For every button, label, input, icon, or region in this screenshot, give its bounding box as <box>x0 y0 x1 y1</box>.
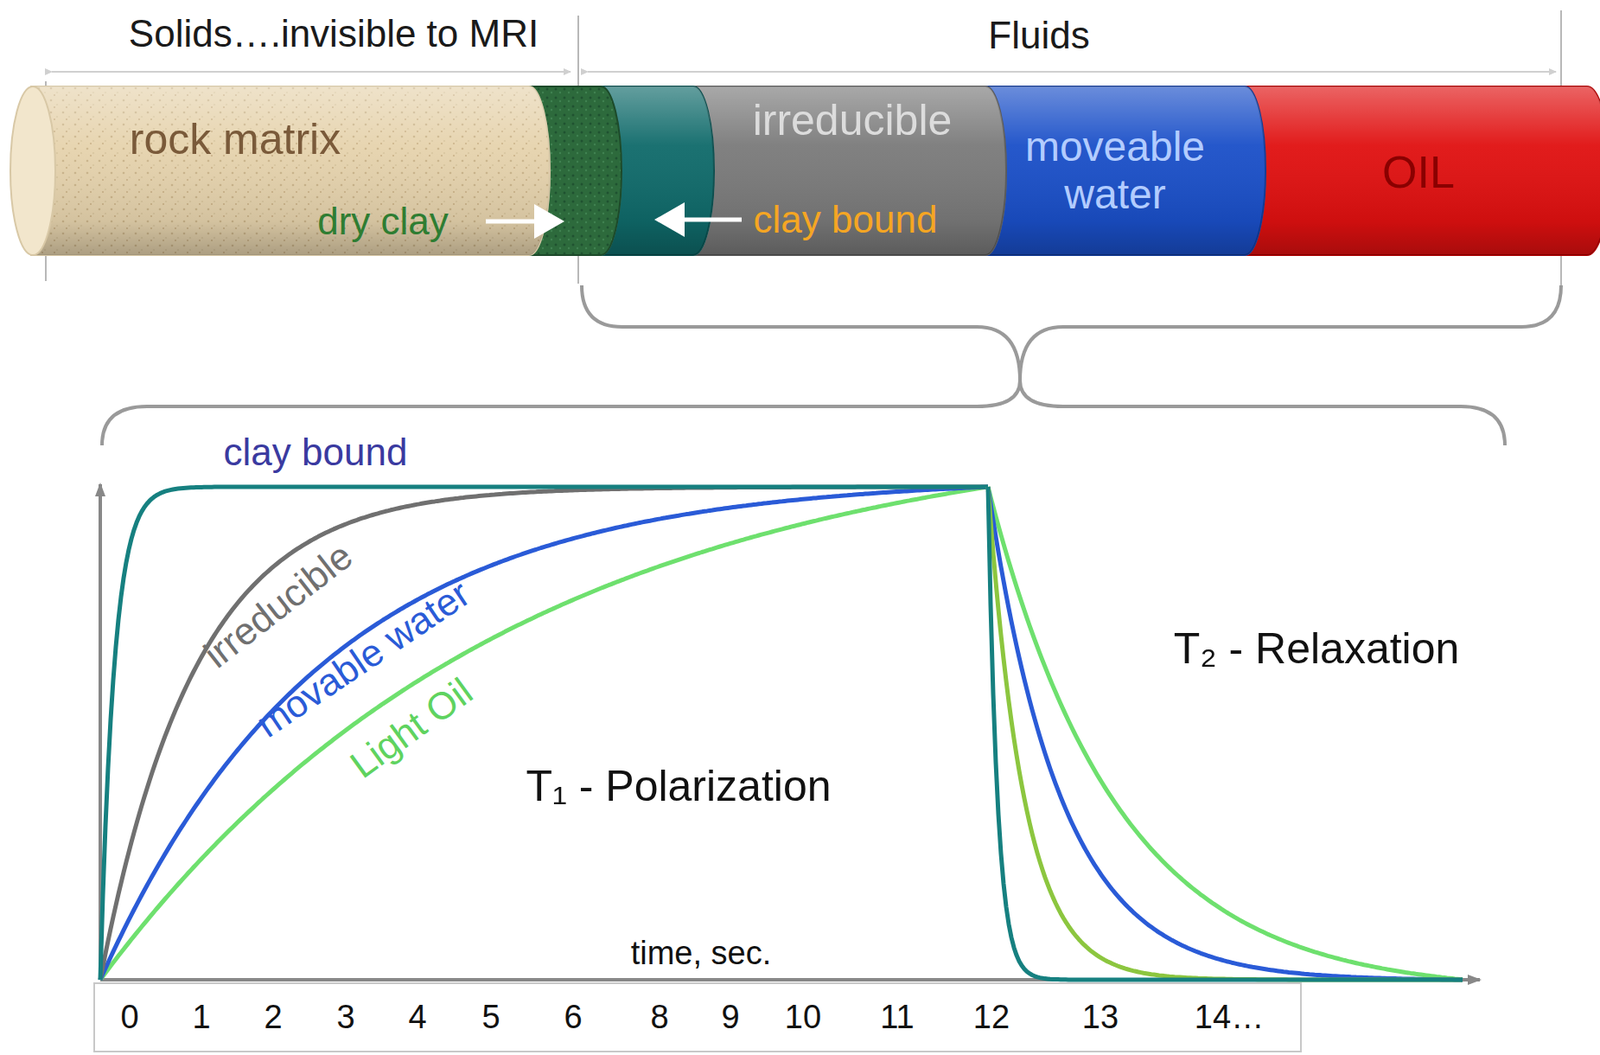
leader-arrows <box>485 219 742 222</box>
curve <box>100 486 989 980</box>
irreducible-segment: irreducible <box>705 92 1000 150</box>
tick-number: 2 <box>263 999 282 1036</box>
region-heading: Solids….invisible to MRI <box>128 12 539 55</box>
part-label: clay bound <box>753 198 938 241</box>
tick-number: 1 <box>191 999 211 1036</box>
chart-axes <box>100 484 1480 980</box>
segment-label: rock matrix <box>51 114 419 166</box>
curve <box>100 486 989 980</box>
segment-label: moveable water <box>992 122 1238 218</box>
tick-number: 5 <box>481 999 500 1036</box>
tick-number: 14… <box>1194 999 1264 1036</box>
axis-title: time, sec. <box>631 935 772 972</box>
tick-number: 12 <box>973 999 1010 1036</box>
curve <box>988 486 1463 980</box>
curve <box>988 486 1463 980</box>
curve-label: Light Oil <box>342 669 480 786</box>
tick-number: 4 <box>407 999 427 1036</box>
tick-number: 0 <box>120 999 139 1036</box>
dimension-lines <box>51 70 1556 73</box>
region-heading: Fluids <box>988 14 1090 57</box>
curve <box>100 486 989 980</box>
rock-matrix-segment: rock matrix <box>44 111 426 169</box>
relaxation-curves <box>100 486 1463 980</box>
part-label: dry clay <box>317 200 449 243</box>
rock-cylinder <box>10 86 1600 255</box>
tick-number: 6 <box>563 999 582 1036</box>
tick-number: 8 <box>650 999 669 1036</box>
axis-number-box <box>94 982 1301 1052</box>
braces <box>101 285 1562 446</box>
tick-number: 13 <box>1082 999 1119 1036</box>
curve <box>100 486 989 980</box>
oil-segment: OIL <box>1254 143 1583 203</box>
curve <box>988 486 1463 980</box>
segment-label: OIL <box>1261 146 1576 199</box>
moveable-water-segment: moveable water <box>985 119 1245 222</box>
chart-label: T₂ - Relaxation <box>1173 624 1460 673</box>
curve <box>988 486 1463 980</box>
tick-number: 11 <box>879 999 914 1036</box>
tick-number: 3 <box>336 999 355 1036</box>
tick-number: 10 <box>784 999 822 1036</box>
tick-number: 9 <box>720 999 740 1036</box>
chart-label: T₁ - Polarization <box>525 762 831 810</box>
segment-label: irreducible <box>712 95 993 147</box>
curve-label: clay bound <box>223 431 408 473</box>
